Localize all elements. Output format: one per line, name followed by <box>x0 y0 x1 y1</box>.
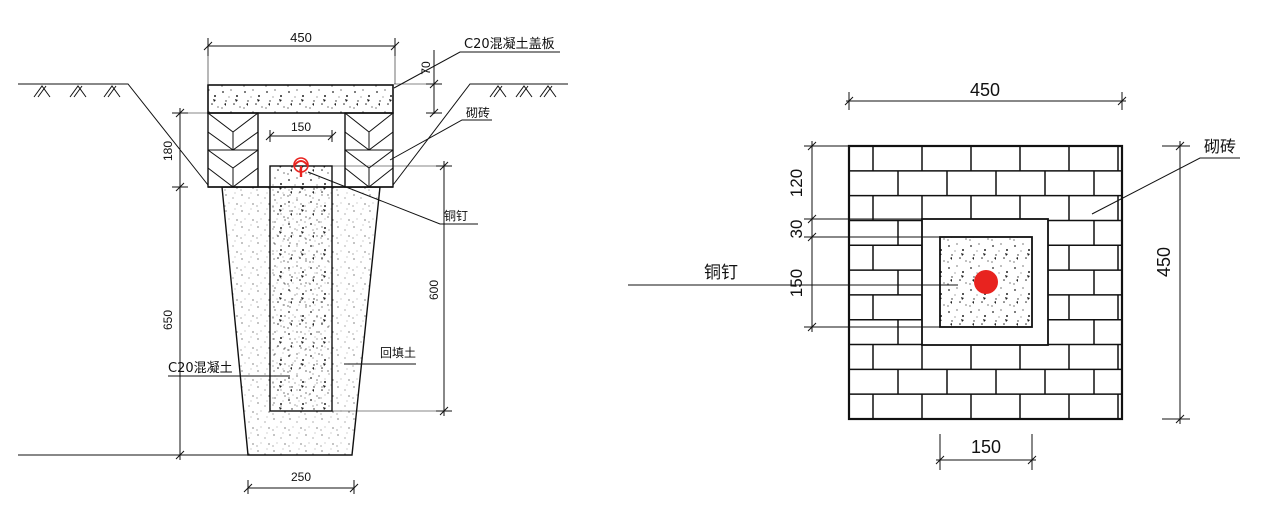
cover-slab <box>207 84 394 114</box>
ground-hatch-left <box>33 85 121 98</box>
dim-cover-width <box>203 38 400 84</box>
leader-brick-section <box>389 119 492 161</box>
dim-base-width-text: 250 <box>291 470 311 484</box>
dim-pit-depth-text: 650 <box>161 310 175 330</box>
dim-core-depth-text: 600 <box>427 280 441 300</box>
ground-hatch-right <box>489 85 557 98</box>
dim-brick-height-text: 180 <box>161 141 175 161</box>
dim-plan-bottom-text: 150 <box>971 437 1001 457</box>
label-concrete: C20混凝土 <box>168 360 233 376</box>
dim-cover-thickness-text: 70 <box>419 61 433 75</box>
dim-plan-bottom <box>935 434 1037 470</box>
dim-core-depth <box>332 161 452 416</box>
brick-hatch-right <box>345 113 393 187</box>
inner-well-sides <box>257 113 346 187</box>
dim-plan-left-120-text: 120 <box>787 169 806 197</box>
dim-cover-thickness <box>394 50 442 118</box>
label-copper-nail-plan: 铜钉 <box>704 263 738 283</box>
label-cover-slab: C20混凝土盖板 <box>464 36 555 52</box>
dim-plan-right-text: 450 <box>1154 247 1174 277</box>
label-backfill: 回填土 <box>380 346 416 360</box>
plan-view: 450 450 砌砖 120 30 150 铜钉 150 <box>628 80 1240 470</box>
leader-copper-nail-section <box>307 171 478 225</box>
label-brick-plan: 砌砖 <box>1204 137 1236 156</box>
dim-plan-right <box>1162 141 1190 424</box>
concrete-core <box>269 165 333 412</box>
copper-nail-section <box>293 157 309 177</box>
dim-plan-top <box>844 92 1127 110</box>
dim-plan-top-text: 450 <box>970 80 1000 100</box>
dim-inner-width <box>265 130 337 142</box>
dim-cover-width-text: 450 <box>290 30 312 45</box>
brick-hatch-left <box>208 113 258 187</box>
ground-line-left <box>18 83 209 186</box>
dim-inner-width-text: 150 <box>291 120 311 134</box>
ground-line-right <box>392 83 568 186</box>
section-view: 450 70 C20混凝土盖板 砌砖 150 180 <box>18 30 568 494</box>
dim-plan-left-30-text: 30 <box>787 220 806 239</box>
dim-base-width <box>243 480 359 494</box>
label-brick-section: 砌砖 <box>466 105 490 120</box>
leader-brick-plan <box>1091 157 1240 215</box>
copper-nail-plan <box>974 270 998 294</box>
dim-plan-left <box>804 141 940 332</box>
label-copper-nail-section: 铜钉 <box>444 208 468 223</box>
dim-pit-depth <box>18 187 250 460</box>
leader-cover-slab <box>393 51 560 89</box>
dim-plan-left-150-text: 150 <box>787 269 806 297</box>
